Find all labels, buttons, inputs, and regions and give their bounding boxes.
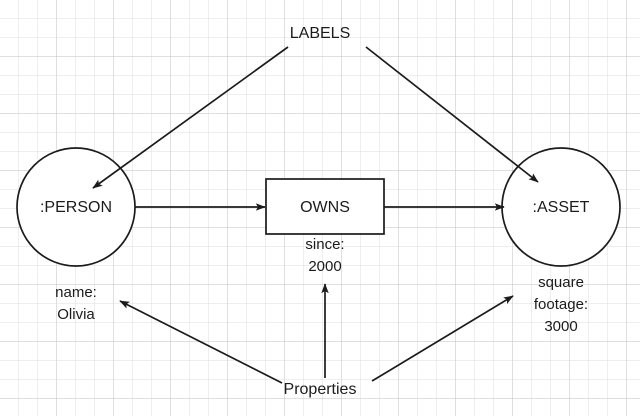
properties-annotation: Properties bbox=[283, 381, 357, 398]
property-line: square bbox=[538, 274, 584, 291]
property-label-person: name: Olivia bbox=[6, 282, 146, 326]
edge-properties-to-person-props bbox=[119, 300, 283, 384]
property-line: name: bbox=[55, 284, 97, 301]
node-label-person: :PERSON bbox=[39, 199, 112, 216]
node-owns-rectangle[interactable] bbox=[265, 178, 385, 235]
node-label-asset: :ASSET bbox=[532, 199, 590, 216]
property-line: Olivia bbox=[57, 306, 95, 323]
labels-annotation: LABELS bbox=[289, 25, 351, 42]
property-line: footage: bbox=[533, 296, 589, 313]
edge-labels-to-asset bbox=[365, 46, 539, 183]
node-label-owns: OWNS bbox=[300, 199, 350, 216]
property-line: since: bbox=[305, 236, 345, 253]
edge-labels-to-person bbox=[92, 46, 289, 189]
property-line: 2000 bbox=[308, 258, 342, 275]
property-label-asset: square footage: 3000 bbox=[491, 272, 631, 338]
property-label-owns: since: 2000 bbox=[265, 234, 385, 278]
property-line: 3000 bbox=[544, 318, 578, 335]
edge-properties-to-asset-props bbox=[371, 295, 514, 382]
